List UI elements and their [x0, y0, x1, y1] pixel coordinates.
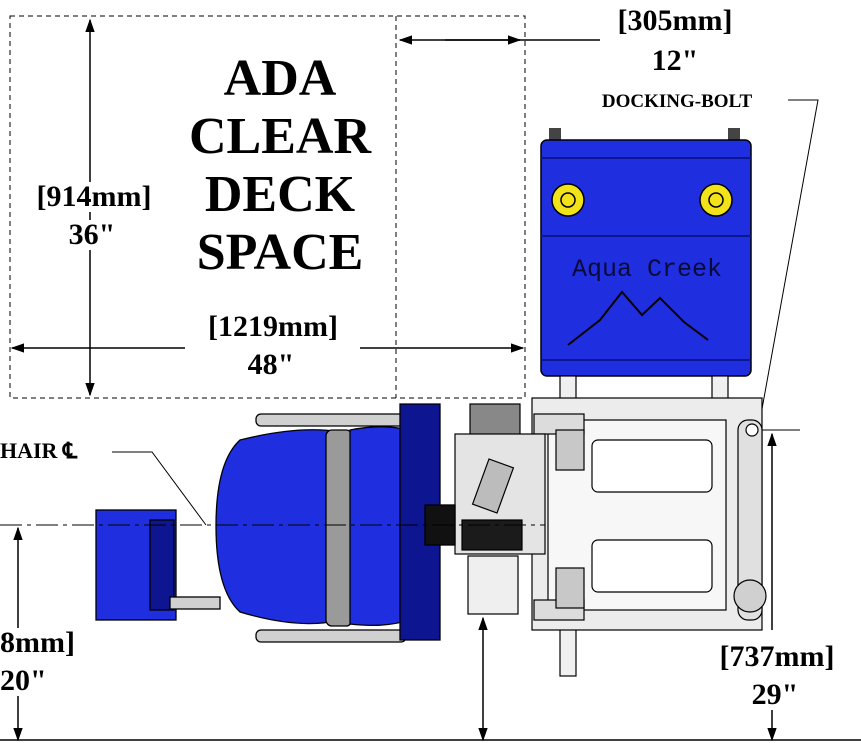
lift-frame — [531, 375, 767, 677]
ada-title-line-2: CLEAR — [188, 108, 372, 165]
actuator-assembly — [454, 403, 546, 615]
deck-depth-in: 36" — [52, 220, 132, 250]
ada-title-line-4: SPACE — [196, 224, 364, 281]
battery-brand-label: Aqua Creek — [571, 255, 723, 284]
chair-centerline-leader — [112, 451, 207, 526]
chair-offset-mm: 8mm] — [0, 626, 75, 659]
chair-centerline-label: HAIR ℄ — [0, 438, 78, 463]
deck-width-mm: [1219mm] — [208, 310, 338, 343]
battery-terminal-left — [551, 183, 585, 217]
footrest — [95, 509, 221, 621]
ada-title: ADA CLEAR DECK SPACE — [170, 50, 390, 282]
deck-depth-mm: [914mm] — [24, 182, 164, 212]
docking-bolt — [745, 423, 759, 437]
docking-bolt-label: DOCKING-BOLT — [601, 91, 753, 112]
battery-terminal-right — [699, 183, 733, 217]
lift-seat — [215, 403, 456, 643]
mountain-logo — [567, 290, 709, 346]
ada-clear-space-outline — [9, 15, 526, 399]
offset-top-in: 12" — [651, 44, 699, 77]
chair-offset-in: 20" — [0, 664, 47, 697]
ada-title-line-3: DECK — [204, 166, 356, 223]
deck-width-in: 48" — [247, 348, 295, 381]
battery-box — [540, 128, 752, 377]
ada-title-line-1: ADA — [223, 50, 337, 107]
bolt-offset-in: 29" — [730, 680, 820, 710]
offset-top-mm: [305mm] — [617, 4, 733, 37]
docking-bolt-leader — [759, 99, 819, 421]
bolt-offset-mm: [737mm] — [700, 642, 854, 672]
